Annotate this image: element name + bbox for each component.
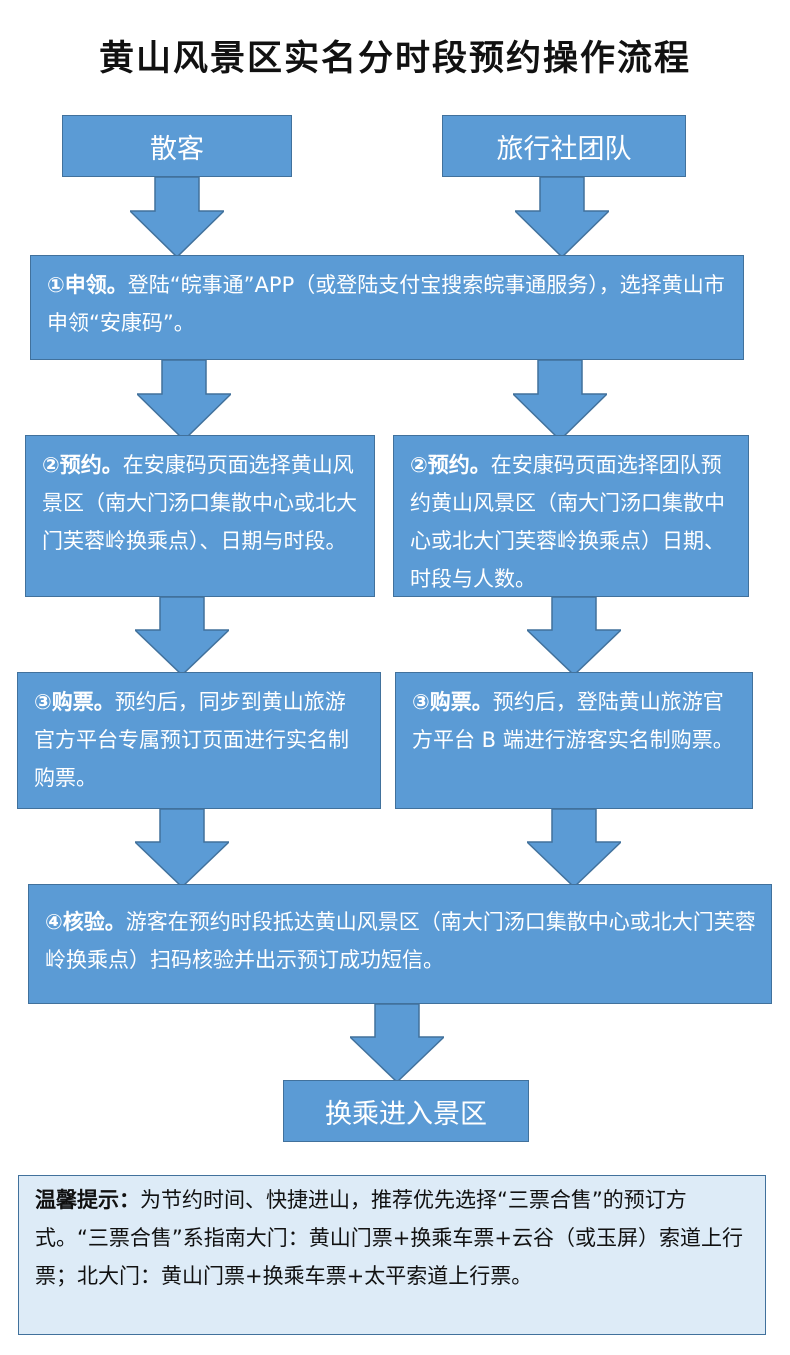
- arrow-down-icon: [513, 360, 607, 440]
- start-individual-label: 散客: [150, 133, 204, 165]
- start-individual-box: 散客: [62, 115, 292, 177]
- page-title: 黄山风景区实名分时段预约操作流程: [98, 39, 691, 79]
- step4-heading: ④核验。: [45, 910, 126, 934]
- arrow-down-icon: [527, 597, 621, 675]
- step2-right-box: ②预约。在安康码页面选择团队预约黄山风景区（南大门汤口集散中心或北大门芙蓉岭换乘…: [393, 435, 749, 597]
- tip-heading: 温馨提示：: [35, 1188, 140, 1212]
- step1-text: 登陆“皖事通”APP（或登陆支付宝搜索皖事通服务），选择黄山市申领“安康码”。: [47, 273, 725, 335]
- step1-box: ①申领。登陆“皖事通”APP（或登陆支付宝搜索皖事通服务），选择黄山市申领“安康…: [30, 255, 744, 360]
- arrow-down-icon: [350, 1004, 444, 1082]
- step2-left-heading: ②预约。: [42, 453, 123, 477]
- step3-right-text: 预约后，登陆黄山旅游官方平台 B 端进行游客实名制购票。: [412, 690, 734, 752]
- step4-box: ④核验。游客在预约时段抵达黄山风景区（南大门汤口集散中心或北大门芙蓉岭换乘点）扫…: [28, 884, 772, 1004]
- step2-right-heading: ②预约。: [410, 453, 491, 477]
- end-box: 换乘进入景区: [283, 1080, 529, 1142]
- step4-text: 游客在预约时段抵达黄山风景区（南大门汤口集散中心或北大门芙蓉岭换乘点）扫码核验并…: [45, 910, 756, 972]
- arrow-down-icon: [137, 360, 231, 440]
- end-label: 换乘进入景区: [325, 1098, 487, 1130]
- step2-left-text: 在安康码页面选择黄山风景区（南大门汤口集散中心或北大门芙蓉岭换乘点）、日期与时段…: [42, 453, 357, 553]
- step3-left-heading: ③购票。: [34, 690, 115, 714]
- step3-right-heading: ③购票。: [412, 690, 493, 714]
- tip-text: 为节约时间、快捷进山，推荐优先选择“三票合售”的预订方式。“三票合售”系指南大门…: [35, 1188, 743, 1288]
- step3-left-box: ③购票。预约后，同步到黄山旅游官方平台专属预订页面进行实名制购票。: [17, 672, 381, 809]
- step1-heading: ①申领。: [47, 273, 128, 297]
- arrow-down-icon: [527, 809, 621, 887]
- arrow-down-icon: [135, 597, 229, 675]
- step2-left-box: ②预约。在安康码页面选择黄山风景区（南大门汤口集散中心或北大门芙蓉岭换乘点）、日…: [25, 435, 375, 597]
- start-group-label: 旅行社团队: [496, 133, 632, 165]
- step3-left-text: 预约后，同步到黄山旅游官方平台专属预订页面进行实名制购票。: [34, 690, 349, 790]
- arrow-down-icon: [130, 177, 224, 257]
- tip-note: 温馨提示：为节约时间、快捷进山，推荐优先选择“三票合售”的预订方式。“三票合售”…: [18, 1175, 766, 1335]
- start-group-box: 旅行社团队: [442, 115, 686, 177]
- arrow-down-icon: [135, 809, 229, 887]
- step3-right-box: ③购票。预约后，登陆黄山旅游官方平台 B 端进行游客实名制购票。: [395, 672, 753, 809]
- step2-right-text: 在安康码页面选择团队预约黄山风景区（南大门汤口集散中心或北大门芙蓉岭换乘点）日期…: [410, 453, 725, 591]
- arrow-down-icon: [515, 177, 609, 257]
